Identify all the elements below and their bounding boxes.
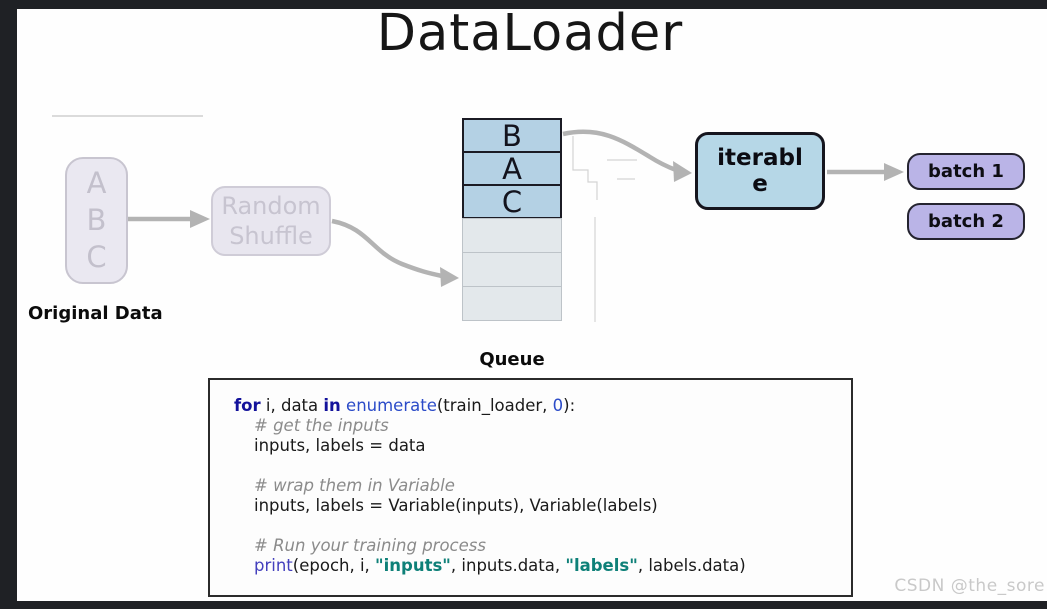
queue-cell-empty [462,252,562,287]
queue-label: Queue [479,349,545,370]
code-line: for i, data in enumerate(train_loader, 0… [234,396,576,415]
iterable-line: e [752,171,768,197]
code-line: inputs, labels = data [254,436,426,455]
batch-1-node: batch 1 [907,153,1025,190]
iterable-line: iterabl [717,145,803,171]
page-title: DataLoader [376,4,684,63]
random-shuffle-line: Shuffle [229,222,313,250]
code-line: # wrap them in Variable [254,476,455,495]
iterable-node: iterabl e [695,132,825,210]
original-data-letter: A [86,166,107,200]
code-line [234,516,851,536]
code-line [234,456,851,476]
code-line: print(epoch, i, "inputs", inputs.data, "… [254,556,746,575]
original-data-letter: C [86,240,107,274]
batch-2-node: batch 2 [907,203,1025,240]
queue-cell-empty [462,286,562,321]
code-block: for i, data in enumerate(train_loader, 0… [208,378,853,597]
random-shuffle-line: Random [221,192,321,220]
queue-cell-filled: C [462,184,562,219]
code-line: # get the inputs [254,416,389,435]
random-shuffle-node: Random Shuffle [211,186,331,256]
queue-cell-filled: B [462,118,562,153]
queue-cell-empty [462,218,562,253]
code-line: # Run your training process [254,536,486,555]
code-line: inputs, labels = Variable(inputs), Varia… [254,496,658,515]
queue-cell-filled: A [462,151,562,186]
original-data-label: Original Data [28,303,163,324]
original-data-node: A B C [65,157,128,284]
watermark: CSDN @the_sore [894,576,1045,596]
original-data-letter: B [86,203,107,237]
